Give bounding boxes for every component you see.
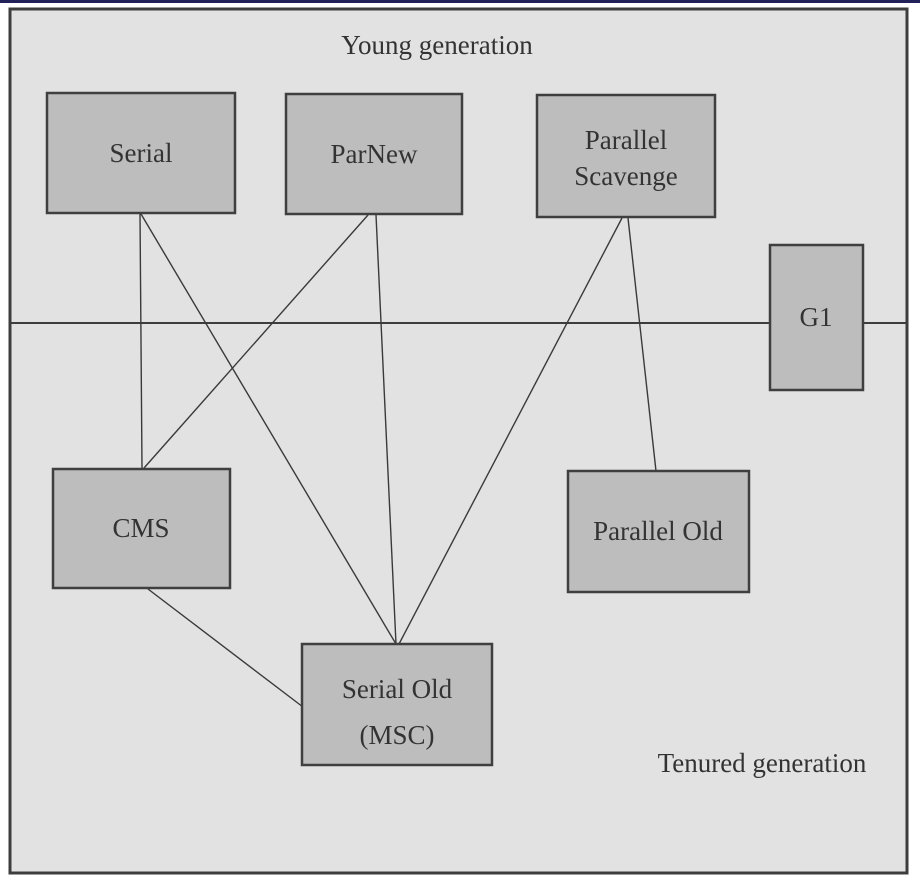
node-g1-box (768, 243, 865, 392)
node-parallel-old-label: Parallel Old (593, 516, 723, 546)
tenured-generation-label: Tenured generation (658, 748, 867, 778)
edge-parnew-to-serial-old (375, 214, 397, 645)
node-serial: Serial (45, 91, 237, 215)
node-parnew-box (284, 92, 464, 216)
edges (139, 213, 657, 708)
node-parallel-scavenge: Parallel Scavenge (535, 93, 717, 219)
node-cms-box (51, 467, 232, 590)
node-cms-label: CMS (112, 513, 169, 543)
edge-parnew-to-cms (143, 214, 369, 469)
node-parnew: ParNew (284, 92, 464, 216)
young-generation-label: Young generation (341, 30, 533, 60)
node-cms: CMS (51, 467, 232, 590)
edge-serial-to-serial-old (140, 213, 397, 645)
node-g1-label: G1 (800, 302, 833, 332)
node-serial-old-label-line2: (MSC) (359, 720, 434, 750)
edge-cms-to-serial-old (147, 588, 304, 708)
node-serial-box (45, 91, 237, 215)
node-parallel-scavenge-label-line1: Parallel (585, 125, 667, 155)
node-serial-old-box (300, 642, 494, 767)
node-parallel-old: Parallel Old (566, 469, 751, 594)
node-serial-old-label-line1: Serial Old (342, 674, 453, 704)
node-g1: G1 (768, 243, 865, 392)
node-parnew-label: ParNew (331, 139, 418, 169)
node-parallel-scavenge-box (535, 93, 717, 219)
node-parallel-scavenge-label-line2: Scavenge (574, 161, 677, 191)
node-serial-old: Serial Old (MSC) (300, 642, 494, 767)
node-serial-label: Serial (110, 138, 173, 168)
edge-parallel-scavenge-to-serial-old (398, 217, 623, 645)
top-rule (0, 0, 920, 3)
edge-serial-to-cms (139, 213, 143, 469)
edge-parallel-scavenge-to-parallel-old (627, 217, 657, 472)
node-parallel-old-box (566, 469, 751, 594)
